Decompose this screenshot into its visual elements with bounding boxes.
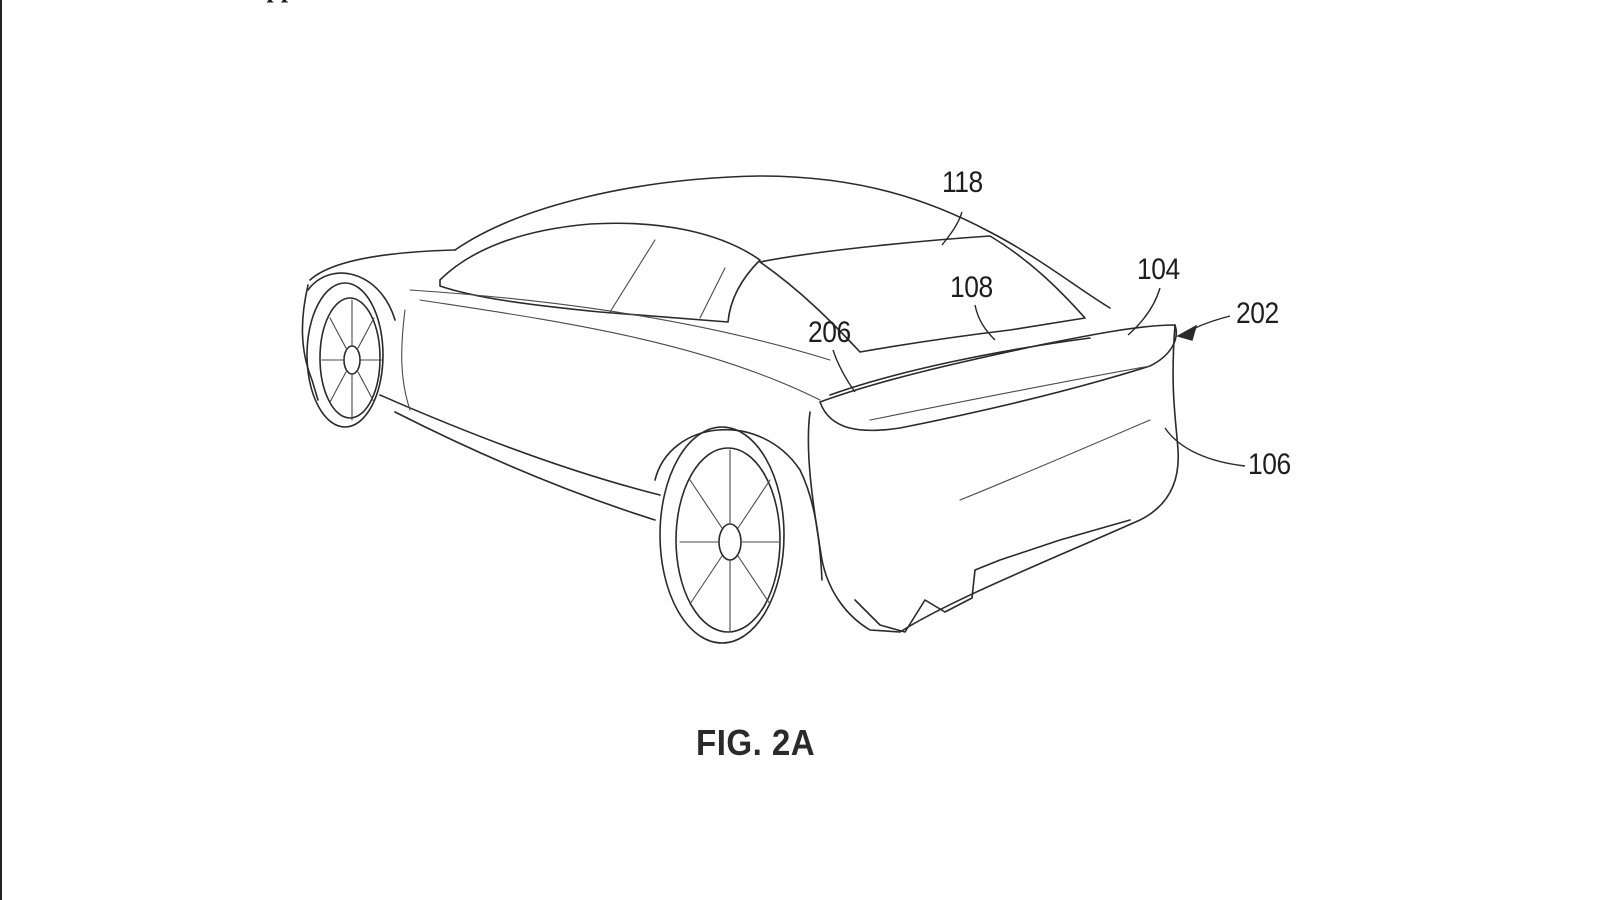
rear-vent <box>959 419 1151 501</box>
ref-label-108: 108 <box>950 271 993 304</box>
rear-wheel <box>659 426 785 644</box>
page-left-edge <box>0 0 2 900</box>
side-lower <box>379 394 661 496</box>
leader-202 <box>1191 315 1231 331</box>
arrow-202 <box>1176 324 1198 341</box>
rear-glass <box>759 235 1086 353</box>
rear-spoiler <box>819 324 1177 432</box>
cropped-header-text: upp <box>252 0 852 4</box>
tail-light-strip <box>869 365 1151 421</box>
body-crease <box>419 299 821 401</box>
window-pillar <box>609 239 656 313</box>
door-line <box>401 309 411 411</box>
leader-206 <box>832 349 856 393</box>
leader-118 <box>941 211 963 246</box>
figure-caption: FIG. 2A <box>696 722 816 763</box>
front-fender <box>301 284 319 401</box>
leader-106 <box>1164 427 1246 467</box>
leader-108 <box>974 304 996 341</box>
side-window <box>439 222 761 323</box>
side-sill <box>394 411 656 521</box>
front-hood-outline <box>309 249 456 281</box>
ref-label-106: 106 <box>1248 448 1291 481</box>
trunk-lid <box>829 337 1091 396</box>
front-wheel <box>306 282 384 428</box>
roof-outline <box>454 175 1111 309</box>
rear-wheel-arch <box>654 428 823 581</box>
ref-label-104: 104 <box>1137 253 1180 286</box>
ref-label-118: 118 <box>942 166 983 199</box>
ref-label-206: 206 <box>808 316 851 349</box>
window-pillar-rear <box>699 267 726 319</box>
ref-label-202: 202 <box>1236 297 1279 330</box>
leader-104 <box>1127 287 1161 336</box>
front-wheel-arch <box>307 272 396 321</box>
rear-diffuser <box>854 519 1131 633</box>
shoulder-line <box>409 289 831 361</box>
